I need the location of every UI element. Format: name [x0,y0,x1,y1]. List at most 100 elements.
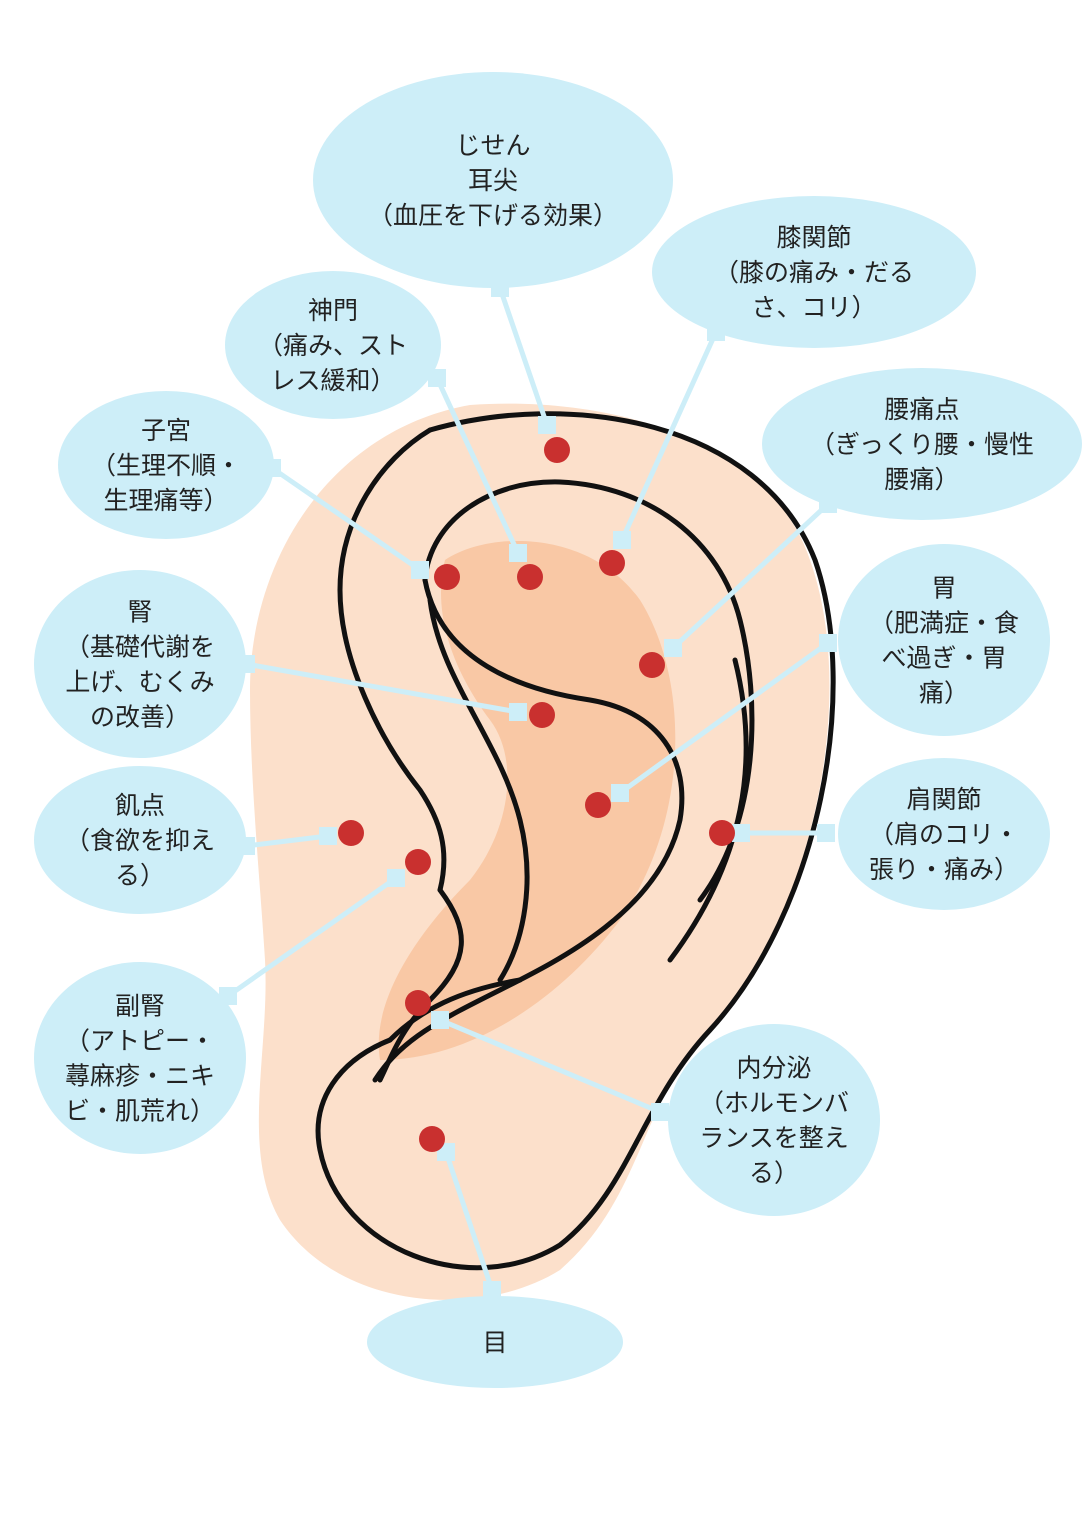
acupoint-kata[interactable] [709,820,735,846]
connector-line-youtsu [671,502,830,650]
label-jisen-line-1: 耳尖 [468,166,518,195]
bubble-shape-me [367,1296,623,1388]
connector-end-fukujin-1 [387,869,405,887]
connector-line-i [618,640,830,796]
acupoint-naibunpi[interactable] [405,990,431,1016]
connector-end-kata-0 [817,824,835,842]
label-jin-line-2: 上げ、むくみ [65,668,214,697]
label-jin-line-3: の改善） [90,703,190,732]
label-fukujin-line-3: ビ・肌荒れ） [65,1097,215,1126]
connector-line-naibunpi [439,1017,661,1115]
acupoint-jin[interactable] [529,702,555,728]
connector-end-me-0 [483,1281,501,1299]
helix-outline [315,411,836,1271]
bubble-shape-jisen [313,72,673,288]
connector-end-hiza-1 [613,531,631,549]
label-fukujin-line-1: （アトピー・ [65,1027,215,1056]
label-shinmon-line-1: （痛み、スト [258,331,408,360]
connector-end-naibunpi-1 [431,1011,449,1029]
concha-outline [427,597,530,983]
label-naibunpi-line-2: ランスを整え [699,1124,849,1153]
acupoint-shikyu[interactable] [434,564,460,590]
label-kiten-line-2: る） [115,861,165,890]
label-i-line-0: 胃 [931,574,956,603]
label-kiten-line-1: （食欲を抑え [65,826,215,855]
label-hiza-line-2: さ、コリ） [751,293,876,322]
bubble-shape-hiza [652,196,976,348]
connector-line-fukujin [226,875,398,999]
label-shikyu-line-2: 生理痛等） [103,486,228,515]
label-kiten-line-0: 飢点 [115,791,165,820]
connector-end-jisen-1 [538,416,556,434]
connector-end-i-0 [819,634,837,652]
connector-line-kiten [245,833,329,849]
connector-line-shikyu [270,465,422,573]
label-hiza-line-0: 膝関節 [776,223,851,252]
connector-end-shikyu-1 [411,561,429,579]
connector-end-shinmon-1 [509,544,527,562]
acupoint-fukujin[interactable] [405,849,431,875]
bubble-kata[interactable]: 肩関節 （肩のコリ・張り・痛み） [838,758,1050,910]
acupoint-shinmon[interactable] [517,564,543,590]
connector-end-i-1 [611,784,629,802]
label-shikyu-line-1: （生理不順・ [91,451,241,480]
connector-line-jisen [497,287,550,426]
label-jin-line-1: （基礎代謝を [65,633,215,662]
antihelix-outline [422,479,755,903]
bubble-shape-shikyu [58,391,274,539]
label-i-line-3: 痛） [919,679,969,708]
label-bubbles: じせん耳尖（血圧を下げる効果）膝関節（膝の痛み・だるさ、コリ）神門（痛み、ストレ… [34,72,1082,1388]
label-kata-line-0: 肩関節 [906,785,981,814]
bubble-shape-fukujin [34,962,246,1154]
bubble-shikyu[interactable]: 子宮 （生理不順・生理痛等） [58,391,274,539]
connector-line-jin [245,661,519,715]
bubble-fukujin[interactable]: 副腎 （アトピー・蕁麻疹・ニキビ・肌荒れ） [34,962,246,1154]
label-fukujin-line-2: 蕁麻疹・ニキ [65,1062,215,1091]
acupoint-youtsu[interactable] [639,652,665,678]
label-youtsu-line-0: 腰痛点 [884,395,959,424]
label-hiza-line-1: （膝の痛み・だる [714,258,914,287]
label-jisen-line-0: じせん [455,131,530,160]
label-shikyu-line-0: 子宮 [141,416,191,445]
label-kata-line-1: （肩のコリ・ [869,820,1019,849]
bubble-shape-youtsu [762,368,1082,520]
connector-end-youtsu-1 [664,639,682,657]
acupoint-kiten[interactable] [338,820,364,846]
acupoint-hiza[interactable] [599,550,625,576]
connector-end-kata-1 [732,824,750,842]
bubble-shape-i [838,544,1050,736]
label-i-line-2: べ過ぎ・胃 [881,644,1006,673]
label-kata-line-2: 張り・痛み） [869,855,1019,884]
acupoint-i[interactable] [585,792,611,818]
crus-outline [372,577,685,1083]
label-shinmon-line-0: 神門 [308,296,358,325]
connector-end-kiten-1 [319,827,337,845]
label-naibunpi-line-1: （ホルモンバ [699,1089,849,1118]
connector-line-hiza [619,330,719,542]
label-youtsu-line-1: （ぎっくり腰・慢性 [810,430,1034,459]
connector-end-jin-1 [509,703,527,721]
label-i-line-1: （肥満症・食 [869,609,1019,638]
label-fukujin-line-0: 副腎 [115,992,165,1021]
bubble-me[interactable]: 目 [367,1296,623,1388]
bubble-hiza[interactable]: 膝関節 （膝の痛み・だるさ、コリ） [652,196,976,348]
label-naibunpi-line-3: る） [749,1159,799,1188]
connector-end-naibunpi-0 [651,1103,669,1121]
label-me-line-0: 目 [482,1328,507,1357]
acupoint-me[interactable] [419,1126,445,1152]
label-shinmon-line-2: レス緩和） [270,366,395,395]
bubble-shape-kata [838,758,1050,910]
acupoint-jisen[interactable] [544,437,570,463]
label-naibunpi-line-0: 内分泌 [736,1054,811,1083]
connector-line-shinmon [434,376,521,555]
label-jin-line-0: 腎 [127,598,152,627]
